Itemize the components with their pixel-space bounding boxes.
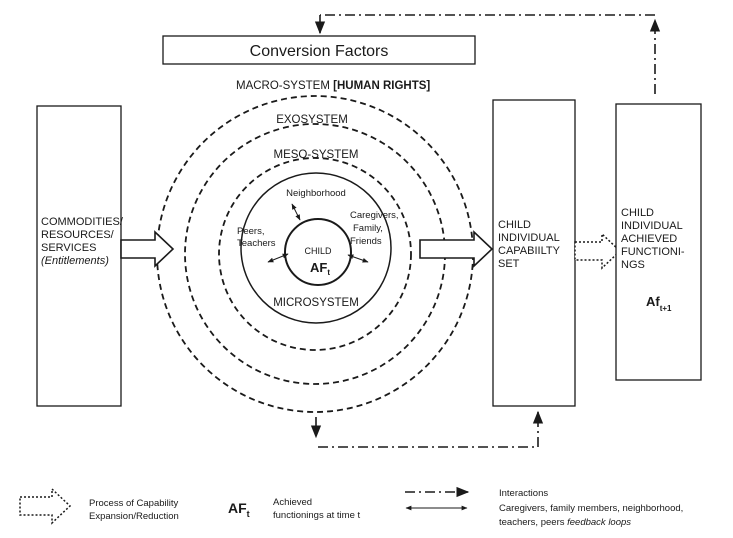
legend-teachers-line: teachers, peers feedback loops <box>499 517 631 528</box>
commodities-arrow <box>120 230 175 268</box>
commodities-line-3: SERVICES <box>41 242 96 254</box>
achieved-line-5: NGS <box>621 259 645 271</box>
legend-interactions-label: Interactions <box>499 488 548 499</box>
legend-process-arrow <box>19 487 72 525</box>
meso-system-label: MESO-SYSTEM <box>274 149 359 161</box>
legend-process-line-1: Process of Capability <box>89 498 178 509</box>
capability-line-2: INDIVIDUAL <box>498 232 560 244</box>
capability-line-3: CAPABIILTY <box>498 245 561 257</box>
commodities-box: COMMODITIES/ RESOURCES/ SERVICES (Entitl… <box>36 105 124 407</box>
legend: Process of Capability Expansion/Reductio… <box>19 486 683 528</box>
peers-label-1: Peers, <box>237 226 264 237</box>
commodities-entitlements: (Entitlements) <box>41 255 109 267</box>
legend-caregivers-line: Caregivers, family members, neighborhood… <box>499 503 683 514</box>
caregivers-label-2: Family, <box>353 223 383 234</box>
commodities-line-1: COMMODITIES/ <box>41 216 124 228</box>
achieved-af-label: Aft+1 <box>646 294 672 313</box>
center-af-label: AFt <box>310 260 330 277</box>
legend-achieved-line-2: functionings at time t <box>273 510 360 521</box>
caregivers-label-3: Friends <box>350 236 382 247</box>
peers-label-2: Teachers <box>237 238 276 249</box>
bottom-feedback-loop <box>310 410 544 448</box>
achieved-line-4: FUNCTIONI- <box>621 246 685 258</box>
peers-interaction-arrow <box>267 253 289 263</box>
legend-af-symbol: AFt <box>228 500 250 519</box>
achieved-line-1: CHILD <box>621 207 654 219</box>
achieved-line-3: ACHIEVED <box>621 233 677 245</box>
microsystem-circle <box>240 172 392 324</box>
exosystem-label: EXOSYSTEM <box>276 114 348 126</box>
process-arrow <box>574 232 622 270</box>
conversion-factors-box: Conversion Factors <box>162 35 476 65</box>
conversion-factors-label: Conversion Factors <box>250 43 389 60</box>
capability-input-arrow <box>419 230 494 268</box>
capability-line-1: CHILD <box>498 219 531 231</box>
commodities-line-2: RESOURCES/ <box>41 229 115 241</box>
capability-line-4: SET <box>498 258 520 270</box>
caregivers-label-1: Caregivers, <box>350 210 399 221</box>
microsystem-label: MICROSYSTEM <box>273 297 359 309</box>
achieved-functionings-box: CHILD INDIVIDUAL ACHIEVED FUNCTIONI- NGS… <box>615 103 702 381</box>
neighborhood-interaction-arrow <box>291 203 301 221</box>
meso-system-circle <box>218 157 412 351</box>
achieved-line-2: INDIVIDUAL <box>621 220 683 232</box>
child-circle <box>284 218 352 286</box>
child-label: CHILD <box>304 246 332 256</box>
legend-achieved-line-1: Achieved <box>273 497 312 508</box>
legend-process-line-2: Expansion/Reduction <box>89 511 179 522</box>
caregivers-interaction-arrow <box>347 254 369 263</box>
neighborhood-label: Neighborhood <box>286 188 346 199</box>
macro-system-label: MACRO-SYSTEM [HUMAN RIGHTS] <box>236 80 430 92</box>
top-feedback-loop <box>314 14 661 94</box>
capability-set-box: CHILD INDIVIDUAL CAPABIILTY SET <box>492 99 576 407</box>
